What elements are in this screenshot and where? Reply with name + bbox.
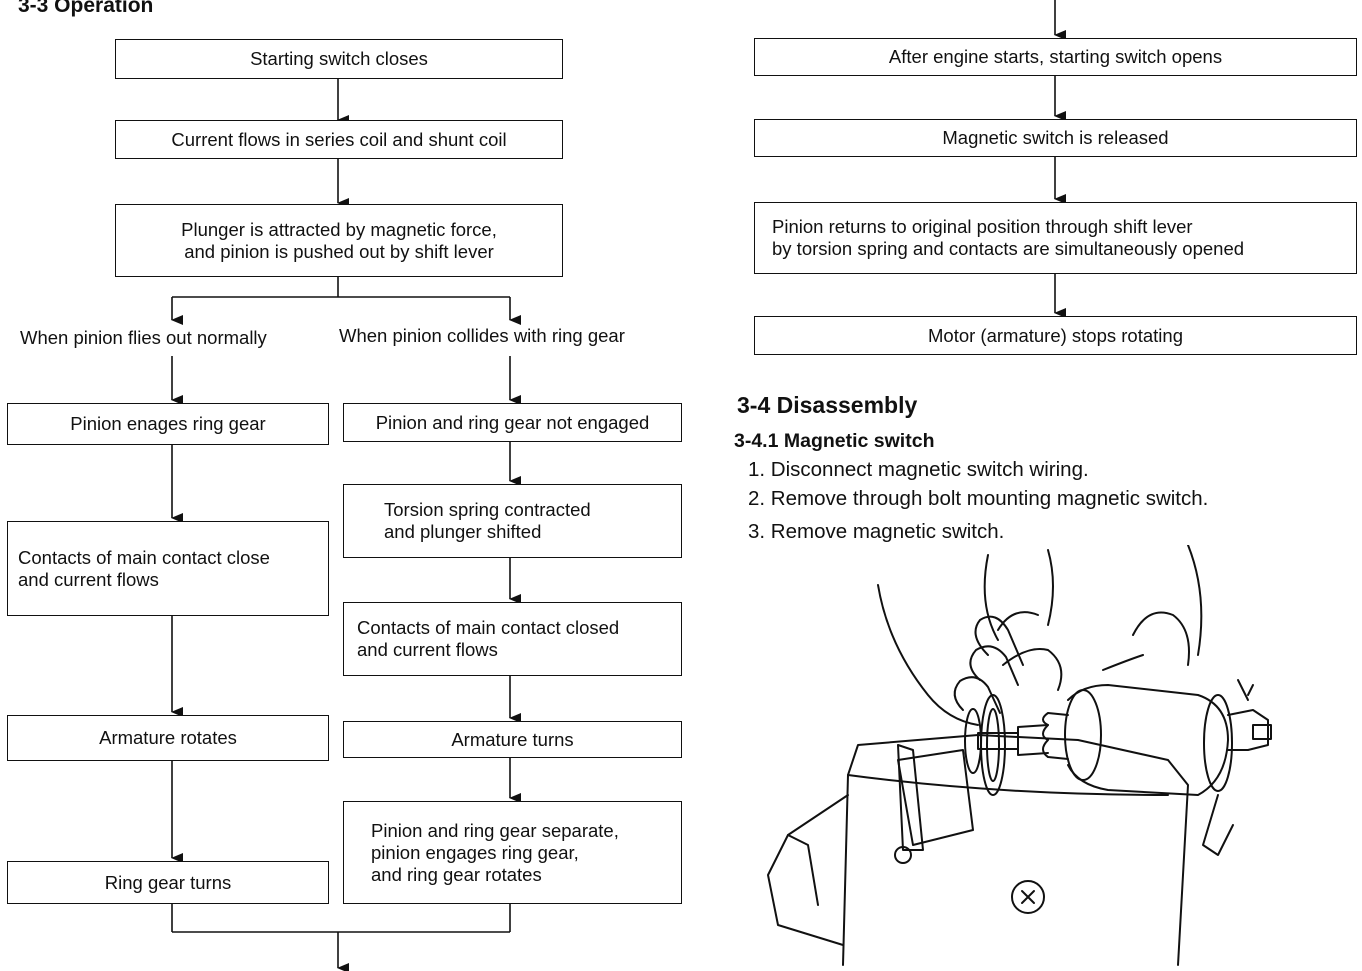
flow-box-plunger: Plunger is attracted by magnetic force, … [115, 204, 563, 277]
flow-box-contacts-closed: Contacts of main contact closed and curr… [343, 602, 682, 676]
flow-box-torsion-spring: Torsion spring contracted and plunger sh… [343, 484, 682, 558]
disassembly-step: 1. Disconnect magnetic switch wiring. [748, 458, 1089, 481]
flow-box-current-flows: Current flows in series coil and shunt c… [115, 120, 563, 159]
flow-box-motor-stops: Motor (armature) stops rotating [754, 316, 1357, 355]
flow-box-armature-turns: Armature turns [343, 721, 682, 758]
branch-label-normal: When pinion flies out normally [20, 327, 267, 348]
section-magnetic-switch-subheading: 3-4.1 Magnetic switch [734, 430, 935, 452]
flow-box-starting-switch: Starting switch closes [115, 39, 563, 79]
disassembly-step: 3. Remove magnetic switch. [748, 520, 1005, 543]
flow-box-armature-rotates: Armature rotates [7, 715, 329, 761]
flow-box-pinion-returns: Pinion returns to original position thro… [754, 202, 1357, 274]
flow-box-ring-gear-turns: Ring gear turns [7, 861, 329, 904]
flow-box-contacts-close: Contacts of main contact close and curre… [7, 521, 329, 616]
flow-box-not-engaged: Pinion and ring gear not engaged [343, 403, 682, 442]
section-disassembly-heading: 3-4 Disassembly [737, 392, 918, 418]
section-operation-heading: 3-3 Operation [18, 0, 154, 17]
flow-box-magnetic-released: Magnetic switch is released [754, 119, 1357, 157]
flow-box-pinion-engages: Pinion enages ring gear [7, 403, 329, 445]
disassembly-step: 2. Remove through bolt mounting magnetic… [748, 487, 1209, 510]
magnetic-switch-removal-illustration [767, 545, 1272, 966]
disassembly-steps: 1. Disconnect magnetic switch wiring. 2.… [748, 458, 1208, 544]
flow-box-engine-starts: After engine starts, starting switch ope… [754, 38, 1357, 76]
flow-box-pinion-separate: Pinion and ring gear separate, pinion en… [343, 801, 682, 904]
branch-label-collide: When pinion collides with ring gear [339, 325, 625, 346]
